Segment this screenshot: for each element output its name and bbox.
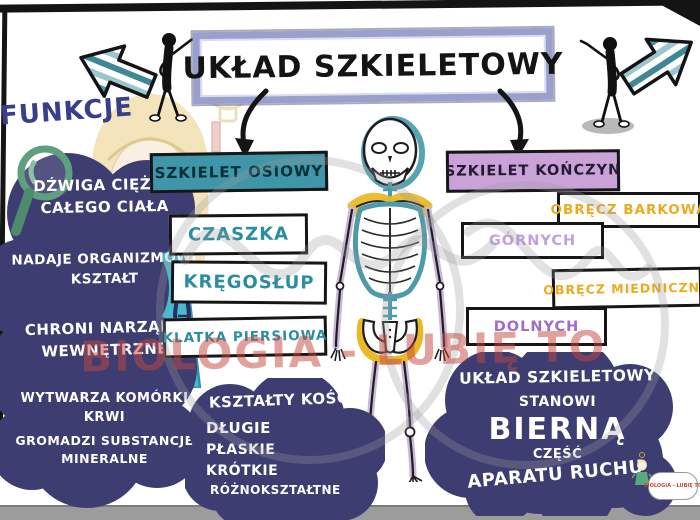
bone-shape-item: PŁASKIE (206, 442, 276, 458)
limb-item-dolnych: DOLNYCH (466, 307, 607, 346)
axial-item-kregoslup: KRĘGOSŁUP (170, 260, 328, 305)
summary-blob (425, 352, 675, 516)
function-item: WYTWARZA KOMÓRKI KRWI (20, 391, 189, 425)
striped-arrow-right-icon (615, 19, 700, 107)
arrow-to-axial (235, 88, 269, 158)
logo-text: BIOLOGIA - LUBIĘ TO (643, 483, 700, 489)
striped-arrow-left-icon (72, 32, 162, 112)
summary-line: CZĘŚĆ (532, 447, 583, 462)
limb-item-obrecz-miedniczna: OBRĘCZ MIEDNICZNA (543, 266, 700, 310)
limb-item-gornych: GÓRNYCH (461, 222, 604, 259)
function-item: GROMADZI SUBSTANCJE MINERALNE (15, 433, 194, 467)
bone-shape-item: DŁUGIE (206, 419, 271, 437)
arrow-to-limbs (497, 88, 529, 158)
frame-top-border (0, 0, 700, 13)
axial-skeleton-label: SZKIELET OSIOWY (149, 150, 329, 194)
logo-figure (632, 452, 652, 485)
skeleton-illustration (330, 116, 450, 482)
page-title: UKŁAD SZKIELETOWY (182, 46, 564, 86)
summary-emphasis: BIERNĄ (488, 412, 627, 447)
limb-item-obrecz-barkowa: OBRĘCZ BARKOWA (551, 192, 700, 228)
logo-cloud: BIOLOGIA - LUBIĘ TO (644, 472, 700, 500)
bone-shape-item: RÓŻNOKSZTAŁTNE (210, 483, 341, 497)
frame-corner (652, 0, 700, 26)
functions-blob (0, 153, 202, 508)
bone-shapes-blob (185, 378, 385, 520)
axial-item-czaszka: CZASZKA (168, 213, 309, 256)
bone-shape-item: KRÓTKIE (206, 463, 279, 479)
summary-line: STANOWI (518, 394, 597, 410)
limb-skeleton-label: SZKIELET KOŃCZYN (445, 149, 621, 193)
magnifier-icon (11, 145, 73, 236)
stick-figure-right (579, 37, 634, 134)
